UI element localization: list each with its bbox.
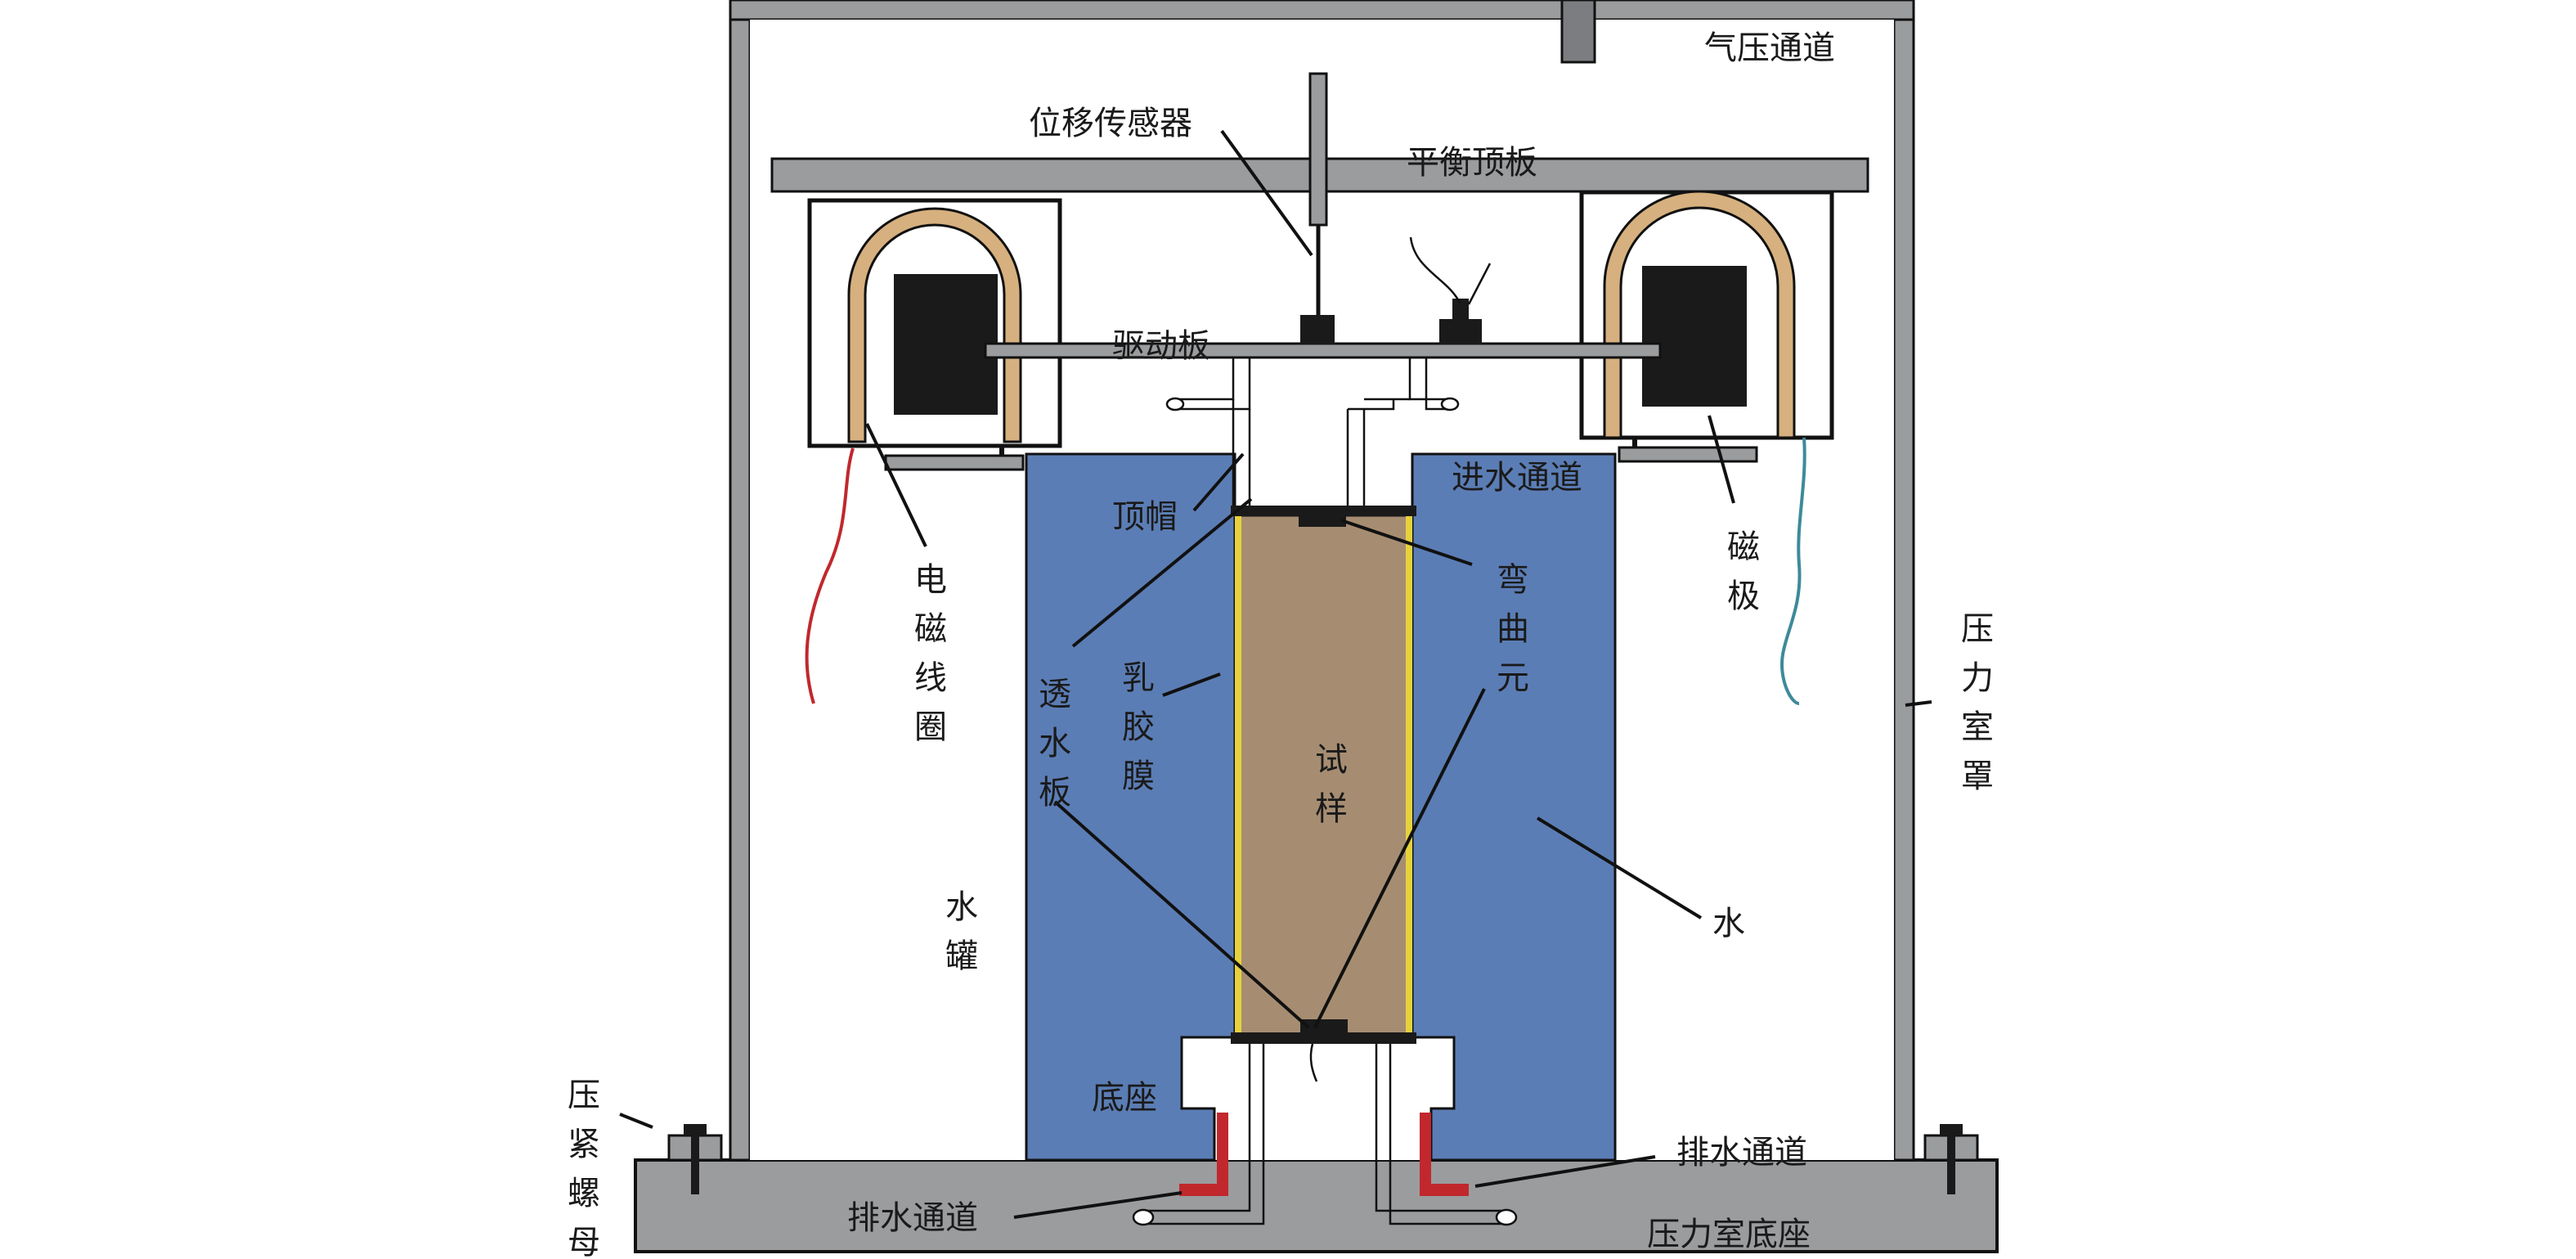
label-chamber-base: 压力室底座 bbox=[1647, 1216, 1811, 1253]
chamber-base bbox=[634, 1158, 1999, 1253]
wire-right bbox=[1780, 437, 1806, 705]
magnet-core-left bbox=[894, 274, 998, 415]
label-top-cap: 顶帽 bbox=[1112, 498, 1178, 536]
air-channel-pipe bbox=[1560, 0, 1596, 64]
left-nut bbox=[667, 1124, 723, 1194]
label-air-channel: 气压通道 bbox=[1704, 29, 1835, 67]
wire-left bbox=[805, 447, 855, 704]
drain-channels bbox=[1132, 1044, 1518, 1226]
em-coil-shape bbox=[847, 207, 1022, 443]
latex-membrane-left bbox=[1235, 515, 1241, 1037]
label-drain-right: 排水通道 bbox=[1676, 1134, 1807, 1171]
porous-plate-bottom bbox=[1231, 1032, 1416, 1044]
bender-element-bottom bbox=[1300, 1019, 1348, 1036]
label-specimen: 试 样 bbox=[1315, 741, 1358, 828]
label-water: 水 bbox=[1712, 905, 1745, 942]
label-drain-left: 排水通道 bbox=[847, 1199, 978, 1237]
bender-element-top bbox=[1299, 514, 1346, 527]
top-cap-tubes bbox=[1165, 357, 1460, 506]
label-base: 底座 bbox=[1092, 1079, 1157, 1117]
label-em-coil: 电 磁 线 圈 bbox=[914, 561, 958, 746]
latex-membrane-right bbox=[1406, 515, 1412, 1037]
displacement-sensor-rod bbox=[1308, 72, 1328, 227]
label-porous-plate: 透 水 板 bbox=[1039, 676, 1082, 812]
label-drive-plate: 驱动板 bbox=[1112, 327, 1210, 365]
label-bender-element: 弯 曲 元 bbox=[1497, 561, 1540, 697]
connector-block bbox=[1439, 319, 1482, 344]
label-inlet-channel: 进水通道 bbox=[1452, 459, 1582, 497]
porous-plate-top bbox=[1231, 506, 1416, 516]
left-electromagnet bbox=[807, 198, 1062, 471]
right-electromagnet bbox=[1579, 190, 1834, 463]
drive-plate bbox=[984, 342, 1662, 359]
label-magnetic-pole: 磁 极 bbox=[1727, 528, 1770, 615]
label-pressure-cover: 压 力 室 罩 bbox=[1961, 610, 2004, 795]
label-nut: 压 紧 螺 母 bbox=[568, 1077, 611, 1259]
label-displacement-sensor: 位移传感器 bbox=[1029, 105, 1192, 142]
water-tank bbox=[1025, 452, 1617, 1162]
magnet-core-right bbox=[1642, 266, 1747, 407]
leader-lines bbox=[619, 129, 1932, 1219]
right-nut bbox=[1923, 1124, 1979, 1194]
label-water-tank: 水 罐 bbox=[945, 888, 989, 975]
label-balance-top-plate: 平衡顶板 bbox=[1407, 144, 1537, 182]
sensor-block bbox=[1300, 315, 1335, 344]
label-latex-membrane: 乳 胶 膜 bbox=[1122, 659, 1165, 795]
